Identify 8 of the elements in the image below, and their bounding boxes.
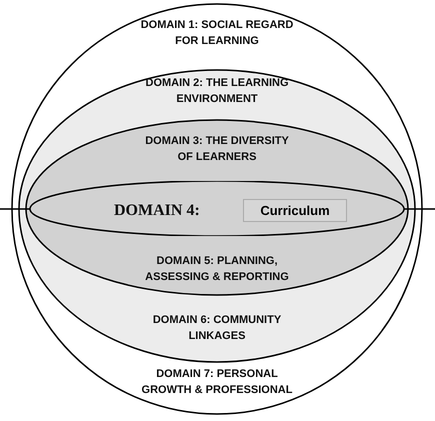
domain-label: DOMAIN 6: COMMUNITY LINKAGES bbox=[137, 312, 297, 344]
domain-heading: DOMAIN 4: bbox=[114, 201, 200, 221]
domain-label: DOMAIN 1: SOCIAL REGARD FOR LEARNING bbox=[137, 17, 297, 49]
domain-label: DOMAIN 5: PLANNING, ASSESSING & REPORTING bbox=[137, 253, 297, 285]
domain-label: DOMAIN 7: PERSONAL GROWTH & PROFESSIONAL bbox=[137, 366, 297, 398]
curriculum-box: Curriculum bbox=[243, 199, 347, 222]
domain-label: DOMAIN 3: THE DIVERSITY OF LEARNERS bbox=[137, 133, 297, 165]
domain-label: DOMAIN 2: THE LEARNING ENVIRONMENT bbox=[137, 75, 297, 107]
